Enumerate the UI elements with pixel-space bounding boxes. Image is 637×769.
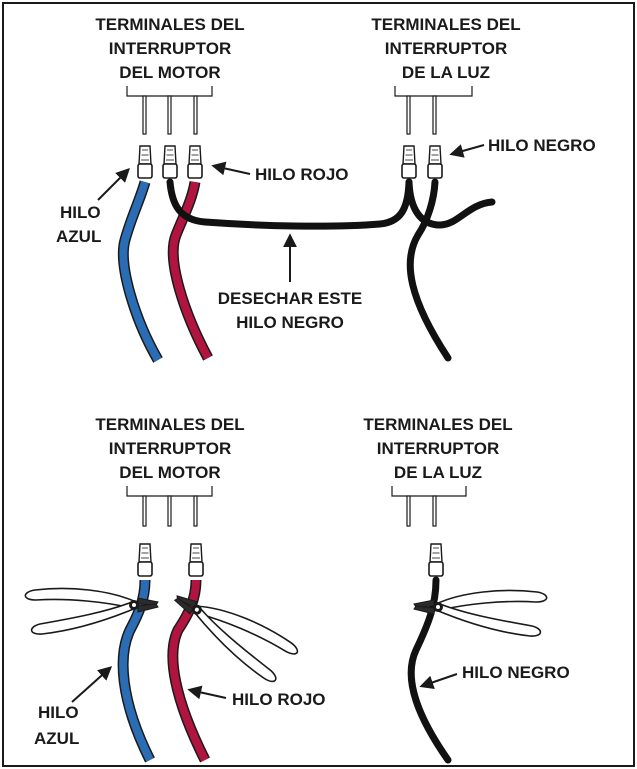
bottom-light-bracket [391,486,467,497]
bottom-blue-wire-arrow [71,666,113,703]
top-motor-terminals [142,95,198,135]
top-blue-wire-arrow [97,168,130,201]
top-blue-wire-label: HILO AZUL [56,203,101,246]
top-light-connector-2 [427,145,443,179]
bottom-light-line1: TERMINALES DEL [363,415,512,434]
bottom-blue-label-line1: HILO [38,703,79,722]
top-red-wire [169,181,212,360]
bottom-diagram: TERMINALES DEL INTERRUPTOR DEL MOTOR TER… [24,415,570,764]
top-light-line1: TERMINALES DEL [371,15,520,34]
bottom-light-connector-2 [428,543,444,577]
top-red-wire-arrow [211,161,251,176]
bottom-motor-line2: INTERRUPTOR [109,439,231,458]
top-light-terminals [406,95,437,135]
top-motor-line1: TERMINALES DEL [95,15,244,34]
top-diagram: TERMINALES DEL INTERRUPTOR DEL MOTOR TER… [56,15,596,363]
top-discard-label: DESECHAR ESTE HILO NEGRO [218,289,363,332]
bottom-light-switch-label: TERMINALES DEL INTERRUPTOR DE LA LUZ [363,415,512,482]
top-motor-line2: INTERRUPTOR [109,39,231,58]
top-motor-connector-2 [162,145,178,179]
top-discard-black-wire [166,178,413,230]
bottom-light-line2: INTERRUPTOR [377,439,499,458]
bottom-blue-wire-label: HILO AZUL [34,703,79,748]
top-light-connector-1 [401,145,417,179]
top-motor-connector-1 [137,145,153,179]
bottom-motor-connector-1 [137,543,153,577]
bottom-black-wire-label: HILO NEGRO [462,663,570,682]
top-red-wire-label: HILO ROJO [255,165,349,184]
top-light-switch-label: TERMINALES DEL INTERRUPTOR DE LA LUZ [371,15,520,82]
top-blue-label-line1: HILO [60,203,101,222]
top-black-wire-label: HILO NEGRO [488,136,596,155]
top-light-black-branch [405,178,496,229]
top-black-wire-arrow [449,144,485,158]
bottom-light-line3: DE LA LUZ [394,463,482,482]
bottom-motor-line1: TERMINALES DEL [95,415,244,434]
top-motor-switch-label: TERMINALES DEL INTERRUPTOR DEL MOTOR [95,15,244,82]
bottom-red-wire-label: HILO ROJO [232,690,326,709]
top-blue-label-line2: AZUL [56,227,101,246]
bottom-motor-line3: DEL MOTOR [119,463,220,482]
top-light-line3: DE LA LUZ [402,63,490,82]
top-light-black-wire [406,178,452,362]
top-discard-line2: HILO NEGRO [236,313,344,332]
bottom-light-terminals [406,495,437,527]
bottom-motor-switch-label: TERMINALES DEL INTERRUPTOR DEL MOTOR [95,415,244,482]
bottom-blue-label-line2: AZUL [34,729,79,748]
top-blue-wire [119,180,162,362]
top-motor-line3: DEL MOTOR [119,63,220,82]
top-light-line2: INTERRUPTOR [385,39,507,58]
bottom-motor-terminals [142,495,198,527]
top-motor-connector-3 [187,145,203,179]
bottom-motor-connector-3 [188,543,204,577]
bottom-black-wire-arrow [419,673,458,689]
top-discard-line1: DESECHAR ESTE [218,289,363,308]
bottom-red-wire-arrow [187,685,227,700]
